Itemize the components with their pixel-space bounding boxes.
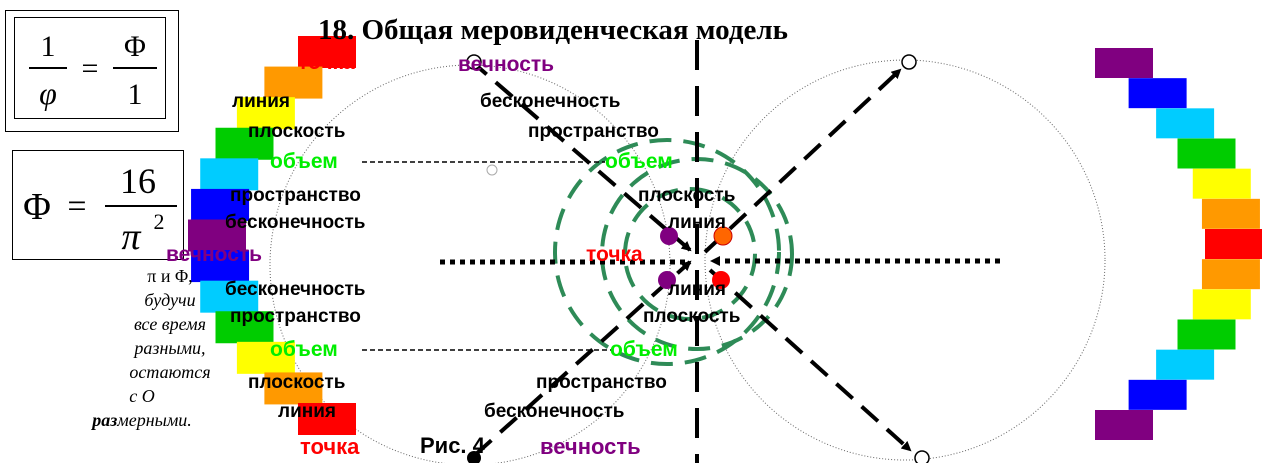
- note-line-4: разными,: [134, 338, 206, 358]
- label-prostranstvo-bot-r: пространство: [536, 372, 667, 393]
- label-tochka-mid: точка: [586, 243, 643, 266]
- spectrum-block: [1201, 198, 1260, 229]
- label-beskon-top: бесконечность: [480, 91, 621, 112]
- note-line-5: остаются: [129, 362, 211, 382]
- label-vechnost-bot: вечность: [540, 434, 641, 459]
- spectrum-block: [1192, 289, 1251, 320]
- label-ploskost-top-r: плоскость: [638, 185, 736, 206]
- left-spectrum-arc: [188, 36, 356, 435]
- note-line-6: с О размерными.: [92, 386, 192, 430]
- label-ploskost-bot-l: плоскость: [248, 372, 346, 393]
- label-beskon-mid-l: бесконечность: [225, 212, 366, 233]
- label-linia-mid-r: линия: [668, 212, 726, 233]
- dot-purple-lower: [658, 271, 676, 289]
- endpoint-top-right: [901, 54, 917, 70]
- label-vechnost-mid: вечность: [166, 243, 263, 266]
- spectrum-block: [1156, 108, 1215, 139]
- label-prostranstvo-top-r: пространство: [528, 121, 659, 142]
- spectrum-block: [1095, 410, 1153, 440]
- spectrum-block: [264, 372, 323, 405]
- spectrum-block: [1128, 78, 1187, 109]
- spectrum-block: [298, 36, 356, 68]
- diagonal-arrow-bottom-right: [708, 268, 912, 452]
- note-line-1: π и Φ,: [147, 266, 193, 286]
- spectrum-block: [1095, 48, 1153, 78]
- spectrum-block: [200, 158, 259, 191]
- label-obem-bot-l: объем: [270, 338, 338, 361]
- spectrum-block: [236, 341, 295, 374]
- note-line-2: будучи: [144, 290, 196, 310]
- spectrum-block: [1205, 229, 1262, 259]
- spectrum-block: [1192, 168, 1251, 199]
- label-ploskost-bot-r: плоскость: [643, 306, 741, 327]
- formula-box-1: 1 φ = Φ 1: [5, 10, 179, 132]
- label-obem-top-l: объем: [270, 150, 338, 173]
- label-prostranstvo-top-l: пространство: [230, 185, 361, 206]
- label-beskon-mid-l2: бесконечность: [225, 279, 366, 300]
- label-linia-bot-l: линия: [278, 401, 336, 422]
- note-line-3: все время: [133, 314, 207, 334]
- spectrum-block: [1156, 349, 1215, 380]
- note-text: π и Φ, будучи все время разными, остаютс…: [92, 264, 230, 432]
- f2-den: π: [121, 216, 141, 258]
- label-prostranstvo-bot-l: пространство: [230, 306, 361, 327]
- f1-den-left: φ: [39, 75, 57, 111]
- spectrum-block: [191, 188, 250, 221]
- spectrum-block: [1177, 138, 1236, 169]
- green-dashed-circle-inner: [623, 187, 757, 321]
- spectrum-block: [1177, 319, 1236, 350]
- f2-num: 16: [120, 161, 156, 201]
- dot-orange-upper: [713, 226, 733, 246]
- spectrum-block: [264, 66, 323, 99]
- f1-num-right: Φ: [124, 30, 146, 63]
- endpoint-top-left: [466, 54, 482, 70]
- f1-num-left: 1: [41, 30, 56, 63]
- spectrum-block: [191, 250, 250, 283]
- dot-red-lower: [712, 271, 730, 289]
- spectrum-block: [1128, 379, 1187, 410]
- spectrum-block: [1201, 259, 1260, 290]
- diagonal-arrow-top-right: [703, 68, 902, 254]
- figure-caption: Рис. 4: [420, 433, 485, 458]
- diagonal-arrow-top-left: [468, 58, 692, 252]
- endpoint-small-grey: [486, 164, 498, 176]
- spectrum-block: [200, 280, 259, 313]
- f1-eq: =: [82, 52, 99, 85]
- f2-eq: =: [67, 188, 86, 225]
- page-title: 18. Общая меровиденческая модель: [318, 14, 788, 46]
- spectrum-block: [188, 219, 246, 252]
- f2-exp: 2: [154, 209, 165, 234]
- formula-box-2: Φ = 16 π 2: [12, 150, 184, 260]
- label-linia-top: линия: [232, 91, 290, 112]
- spectrum-block: [215, 311, 274, 344]
- spectrum-block: [215, 127, 274, 160]
- endpoint-bottom-right: [914, 450, 930, 463]
- endpoint-bottom-left: [467, 451, 481, 463]
- label-ploskost-top-l: плоскость: [248, 121, 346, 142]
- spectrum-block: [298, 403, 356, 435]
- label-obem-top-r: объем: [605, 150, 673, 173]
- green-dashed-circle-outer: [553, 138, 781, 366]
- label-tochka-top: точка: [298, 51, 355, 74]
- dot-purple-upper: [660, 227, 678, 245]
- label-vechnost-top: вечность: [458, 53, 555, 76]
- f1-den-right: 1: [128, 78, 143, 111]
- label-obem-bot-r: объем: [610, 338, 678, 361]
- label-linia-mid-r2: линия: [668, 279, 726, 300]
- spectrum-block: [236, 97, 295, 130]
- label-tochka-bot: точка: [300, 434, 360, 459]
- f2-lhs: Φ: [23, 186, 51, 228]
- diagonal-arrow-bottom-left: [473, 260, 692, 457]
- label-beskon-bot-r: бесконечность: [484, 401, 625, 422]
- right-spectrum-arc: [1095, 48, 1262, 440]
- formula-1: 1 φ = Φ 1: [29, 30, 157, 111]
- formula-2: Φ = 16 π 2: [23, 161, 177, 258]
